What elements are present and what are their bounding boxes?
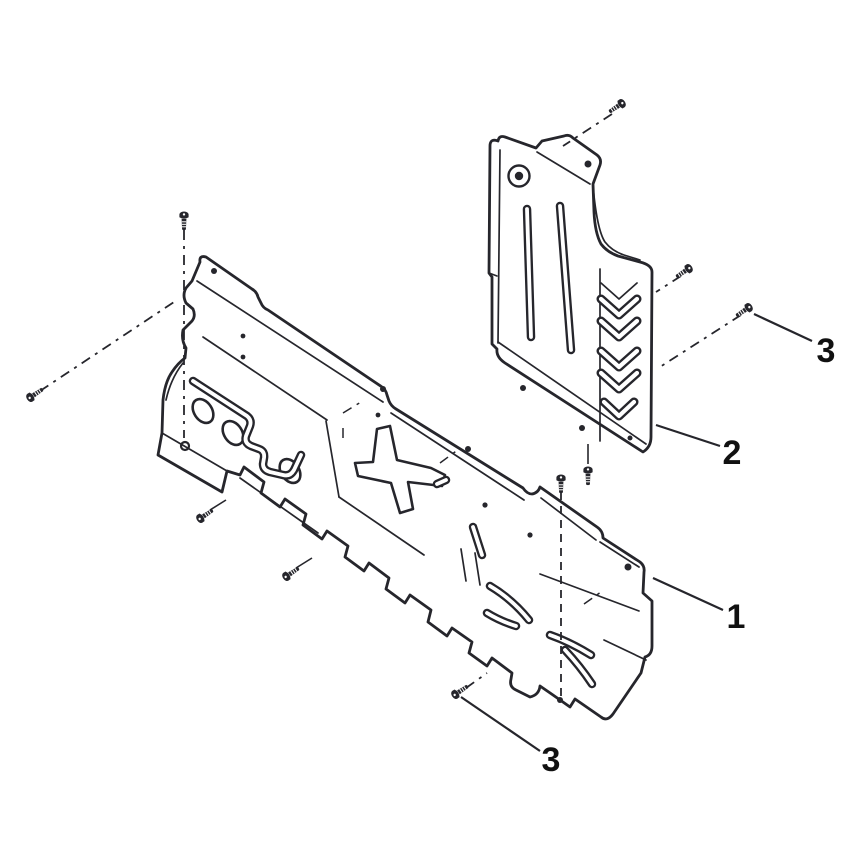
screw-icon [178,211,190,231]
alignment-dash-line [39,301,175,392]
screw-icon [582,466,594,486]
part-1-holes [211,268,632,703]
fastener-alignment-lines [39,113,742,700]
grommet-inner [514,171,524,181]
part-1-box-right-fold-b [474,552,481,586]
mounting-plate-hole [179,440,191,452]
part-1-left-end-inner-line [165,362,184,401]
part-1-flange-inner-line-left [196,280,384,403]
wavy-slot-inner [191,379,303,478]
part-1-box-bottom-edge [338,496,425,556]
part-1-box-left-edge [325,420,340,498]
grommet-outer [507,164,531,188]
part-1-flange-inner-line-right [540,497,597,541]
part-1-main-panel [156,255,654,721]
part-2-flange-hole-1 [520,385,526,391]
part-1-crease-left [202,336,328,421]
part-2-bracket-hole [584,160,592,168]
part-2-bracket-fold-line [536,151,591,185]
callout-label-3b: 3 [542,741,561,779]
part-1-bottom-return-line [239,477,319,534]
alignment-pointer-line [209,499,227,511]
callout-leader-line-2 [655,423,721,448]
callout-leader-line-3a [753,313,813,342]
part-2-flange-hole-2 [579,425,585,431]
part-2-side-panel [487,133,654,454]
screw-icon [449,681,471,701]
part-1-box-right-fold-a [460,548,467,582]
part-2-left-fold-line [497,149,501,344]
screw-icon [606,97,628,117]
callout-label-2: 2 [723,434,742,472]
chevron-vents [596,294,642,421]
callout-label-3a: 3 [817,332,836,370]
part-2-neck-fold-line [592,185,641,261]
chevron-strip-top-edge [600,282,638,300]
callout-leader-line-1 [652,576,724,612]
screw-icon [555,474,567,494]
part-2-slot-left-inner [525,207,533,339]
alignment-dash-line [659,314,742,368]
mounting-plate-fold-line [161,432,228,472]
screw-icon [24,384,46,404]
part-1-flange-inner-line-mid [390,412,525,501]
center-marks [342,401,602,605]
alignment-dash-line [655,275,682,293]
alignment-pointer-line [295,557,313,569]
capsule-slot-b-inner [471,525,484,557]
callout-leader-line-3b [460,696,541,752]
part-2-left-notch [488,272,498,277]
part-2-flange-fold-line [497,341,647,445]
callouts: 1 2 3 3 [460,313,836,779]
x-cutout [353,424,447,515]
alignment-dash-line [562,113,613,147]
part-1-crease-right [539,573,640,612]
part-1-right-end-lower-fold [603,639,647,661]
part-1-right-end-inner-line [599,541,640,568]
crossed-lens-slots [482,581,597,689]
alignment-dash-line [465,672,488,689]
callout-label-1: 1 [727,598,746,636]
capsule-slot-a-inner [435,478,448,486]
part-2-flange-hole-3 [627,435,633,441]
part-2-slot-right-inner [558,204,573,352]
